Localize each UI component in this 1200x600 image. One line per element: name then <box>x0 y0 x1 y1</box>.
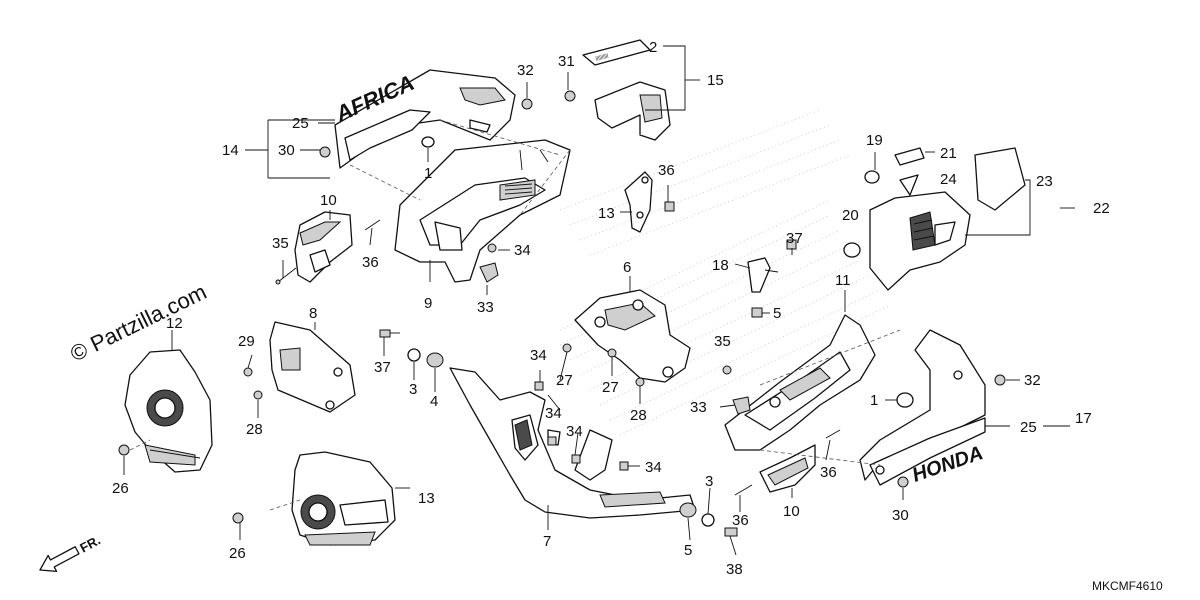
assembly-dash-lines <box>129 119 901 511</box>
callout-27-a: 27 <box>556 372 573 389</box>
callout-8: 8 <box>309 305 317 322</box>
callout-18: 19 <box>866 132 883 149</box>
callout-34-c: 34 <box>566 423 583 440</box>
callout-16: 17 <box>1075 410 1092 427</box>
callout-34-a: 34 <box>530 347 547 364</box>
callout-28: 28 <box>246 421 263 438</box>
callout-25-right: 25 <box>1020 419 1037 436</box>
callout-3-lower: 3 <box>705 473 713 490</box>
callout-38-lower: 38 <box>726 561 743 578</box>
callout-7: 7 <box>543 533 551 550</box>
callout-9: 9 <box>424 295 432 312</box>
part-8-bracket-panel <box>269 321 356 413</box>
callout-35-left: 34 <box>514 242 531 259</box>
callout-37-lower: 37 <box>786 230 803 247</box>
callout-15: 13 <box>598 205 615 222</box>
callout-22: 22 <box>1093 200 1110 217</box>
callout-21: 21 <box>940 145 957 162</box>
callout-11: 11 <box>835 272 851 289</box>
callout-1-right: 1 <box>870 392 878 409</box>
part-10-left-panel <box>294 211 353 283</box>
part-11-right-inner-cover <box>724 314 876 451</box>
part-17-clip-bracket <box>747 257 779 293</box>
callout-36-left: 35 <box>272 235 289 252</box>
callout-19: 15 <box>707 72 724 89</box>
callout-13: 13 <box>418 490 435 507</box>
callout-31: 31 <box>558 53 575 70</box>
watermark-text: © Partzilla.com <box>66 279 210 366</box>
callout-17: 18 <box>712 257 729 274</box>
callout-29: 29 <box>238 333 255 350</box>
callout-23: 23 <box>1036 173 1053 190</box>
part-16-right-outer-cover: HONDA <box>859 329 986 487</box>
callout-33-left: 33 <box>477 299 494 316</box>
part-7-front-under-cowl <box>449 367 696 519</box>
callout-4: 5 <box>773 305 781 322</box>
callout-26-lower: 26 <box>229 545 246 562</box>
part-6-upper-center-cover <box>574 289 691 383</box>
front-direction-arrow: FR. <box>39 532 103 573</box>
part-19-top-bracket: |||||||||| <box>582 39 671 141</box>
callout-26-upper: 26 <box>112 480 129 497</box>
callout-labels: 25 14 30 1 32 31 2 15 13 36 10 35 36 9 3… <box>112 39 1110 578</box>
leader-lines <box>123 45 1075 556</box>
callout-34-d: 34 <box>645 459 662 476</box>
callout-1-left: 1 <box>424 165 432 182</box>
diagram-code: MKCMF4610 <box>1092 579 1163 593</box>
callout-36-right: 36 <box>820 464 837 481</box>
callout-2: 2 <box>649 39 657 56</box>
part-13-front-headlight-cover <box>291 451 396 546</box>
callout-5-lower: 5 <box>684 542 692 559</box>
callout-27-b: 27 <box>602 379 619 396</box>
callout-3-upper: 3 <box>409 381 417 398</box>
callout-5-upper: 4 <box>430 393 438 410</box>
callout-10-left: 10 <box>320 192 337 209</box>
callout-30-left: 30 <box>278 142 295 159</box>
callout-10-right: 10 <box>783 503 800 520</box>
callout-6: 6 <box>623 259 631 276</box>
callout-24: 24 <box>940 171 957 188</box>
callout-27-c: 28 <box>630 407 647 424</box>
arrow-icon <box>39 546 80 573</box>
callout-35-right: 35 <box>714 333 731 350</box>
callout-12: 12 <box>166 315 183 332</box>
part-10-right-panel <box>759 444 816 493</box>
callout-37-upper: 36 <box>658 162 675 179</box>
callout-14: 14 <box>222 142 239 159</box>
part-20-right-top-cover <box>843 147 1026 291</box>
direction-label: FR. <box>77 532 103 555</box>
part-15-small-bracket <box>624 171 653 233</box>
part-12-left-headlight-cover <box>124 349 213 473</box>
fasteners <box>118 90 1006 537</box>
callout-30-right: 30 <box>892 507 909 524</box>
callout-38-upper: 37 <box>374 359 391 376</box>
callout-36-mid: 36 <box>362 254 379 271</box>
svg-text:||||||||||: |||||||||| <box>595 53 609 62</box>
callout-25-left: 25 <box>292 115 309 132</box>
callout-32-top: 32 <box>517 62 534 79</box>
callout-20: 20 <box>842 207 859 224</box>
callout-32-right: 32 <box>1024 372 1041 389</box>
part-9-left-inner-cover <box>394 139 571 283</box>
callout-33-right: 33 <box>690 399 707 416</box>
callout-34-b: 34 <box>545 405 562 422</box>
callout-36-bottom: 36 <box>732 512 749 529</box>
